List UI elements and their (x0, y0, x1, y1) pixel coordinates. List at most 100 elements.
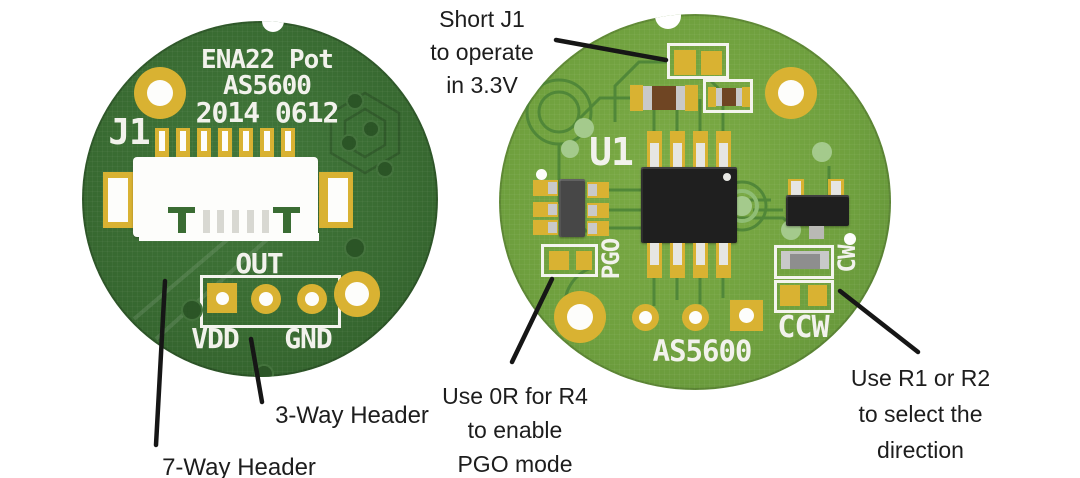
board-notch (655, 14, 681, 29)
marker-dot (844, 233, 856, 245)
j1-pad (674, 50, 696, 75)
ccw-pads-outline (774, 280, 834, 313)
pcb-back-view: ENA22 Pot AS5600 2014 0612 J1 (82, 21, 438, 377)
callout-line-text: to enable (467, 417, 563, 443)
via (340, 134, 358, 152)
u1-ref-label: U1 (589, 130, 634, 174)
ic-pin-pad (693, 131, 708, 167)
via (376, 160, 394, 178)
callout-line-text: to select the (858, 401, 983, 427)
pgo-pad (549, 251, 569, 270)
connector-latch (273, 207, 300, 213)
pgo-pads-outline (541, 244, 598, 277)
callout-r4-pgo: Use 0R for R4 to enable PGO mode (425, 379, 605, 478)
sot-pad (533, 202, 558, 217)
via (254, 364, 274, 377)
via (344, 237, 366, 259)
sot-pad (533, 180, 558, 196)
as5600-ic (641, 167, 737, 243)
ccw-pad (808, 285, 827, 306)
ic-pin-pad (670, 131, 685, 167)
mounting-hole (554, 291, 606, 343)
vdd-label: VDD (191, 322, 240, 355)
board-notch (262, 21, 284, 32)
callout-three-way-header: 3-Way Header (275, 402, 429, 429)
board-title: ENA22 Pot (201, 45, 334, 75)
r4-outline (703, 79, 753, 113)
bottom-pad-round (632, 304, 659, 331)
pin1-marker-dot (536, 169, 547, 180)
seven-way-connector (133, 157, 318, 237)
header-pad-round (297, 284, 327, 314)
cw-resistor-outline (774, 245, 834, 279)
connector-latch (168, 207, 195, 213)
chip-name-label: AS5600 (223, 71, 312, 101)
connector-side-pad (319, 172, 353, 228)
callout-line-text: PGO mode (457, 451, 573, 477)
mounting-hole (334, 271, 380, 317)
ic-pin-pad (693, 243, 708, 278)
mounting-hole (134, 67, 186, 119)
out-label: OUT (235, 247, 284, 280)
sot-pin (809, 226, 824, 239)
bottom-pad-round (682, 304, 709, 331)
sot23-transistor (786, 195, 849, 226)
mounting-hole (765, 67, 817, 119)
via (574, 118, 594, 138)
sot-pad (788, 179, 804, 195)
ccw-pad (780, 285, 800, 306)
as5600-silk-label: AS5600 (652, 334, 753, 368)
ic-pin-pad (647, 243, 662, 278)
callout-r1-r2: Use R1 or R2 to select the direction (828, 360, 1013, 468)
connector-latch (178, 213, 186, 235)
via (561, 140, 579, 158)
ic-pin-pad (716, 131, 731, 167)
sot-pad (587, 221, 609, 236)
pgo-label: PGO (597, 238, 625, 280)
pin-pad (176, 128, 190, 158)
gnd-label: GND (284, 322, 333, 355)
pin-pad (218, 128, 232, 158)
sot-pad (587, 182, 609, 198)
bottom-pad-square (730, 300, 763, 331)
via (732, 196, 752, 216)
via (362, 120, 380, 138)
j1-jumper-outline (667, 43, 729, 79)
pin-pad (155, 128, 169, 158)
sot-pad (533, 220, 558, 235)
callout-line-text: to operate (430, 39, 534, 65)
callout-line-text: Short J1 (439, 6, 525, 32)
callout-line-text: Use R1 or R2 (850, 365, 991, 391)
date-code-label: 2014 0612 (195, 96, 340, 129)
callout-seven-way-header: 7-Way Header (162, 454, 316, 478)
header-pad-round (251, 284, 281, 314)
j1-pad (701, 51, 722, 75)
via (181, 299, 203, 321)
via (346, 92, 364, 110)
callout-line-text: in 3.3V (446, 72, 518, 98)
connector-side-pad (103, 172, 137, 228)
sot-pad (587, 203, 609, 218)
pgo-pad (576, 251, 592, 270)
sot23-6-regulator (559, 179, 585, 237)
connector-latch (283, 213, 291, 235)
r1-resistor (781, 251, 829, 269)
connector-base (139, 233, 319, 241)
sot-pad (828, 179, 844, 195)
pin-pad (239, 128, 253, 158)
callout-line-text: Use 0R for R4 (442, 383, 588, 409)
ic-pin-pad (670, 243, 685, 278)
j1-ref-label: J1 (108, 112, 150, 153)
chip-resistor-small (708, 86, 750, 108)
chip-resistor (630, 84, 698, 112)
header-pad-square (207, 283, 237, 313)
pin-pad (260, 128, 274, 158)
callout-short-j1: Short J1 to operate in 3.3V (392, 3, 572, 102)
ic-pin-pad (647, 131, 662, 167)
via (812, 142, 832, 162)
pin-pad (197, 128, 211, 158)
callout-line-text: direction (877, 437, 964, 463)
cw-label: CW (833, 245, 861, 273)
pin-pad (281, 128, 295, 158)
